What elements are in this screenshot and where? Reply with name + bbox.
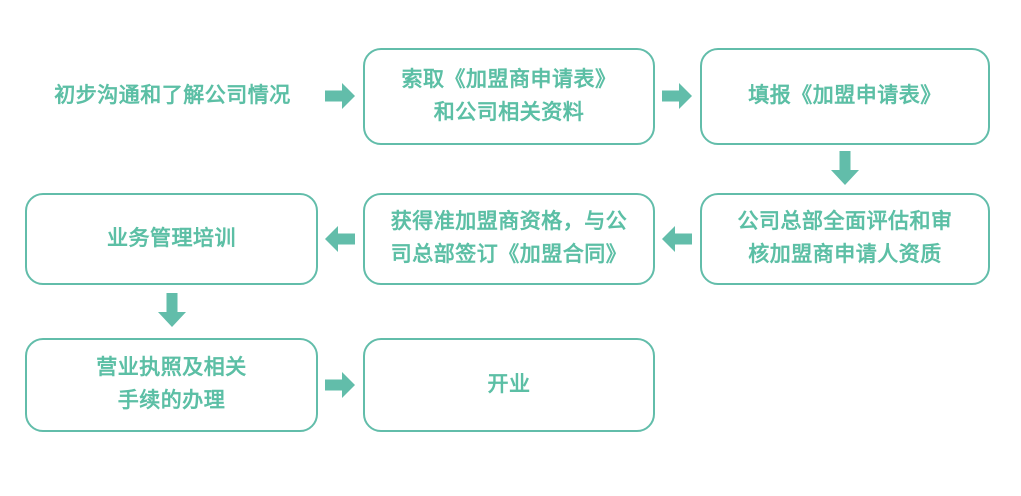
flow-node-label: 获得准加盟商资格，与公 司总部签订《加盟合同》 (390, 210, 628, 266)
flow-node-label: 索取《加盟商申请表》 和公司相关资料 (401, 67, 617, 124)
arrow-right-icon (325, 83, 355, 109)
arrow-right-icon (325, 372, 355, 398)
flow-node-step-3: 填报《加盟申请表》 (700, 48, 990, 145)
flow-node-step-8: 开业 (363, 338, 655, 432)
flow-node-label: 公司总部全面评估和审 核加盟商申请人资质 (737, 210, 953, 266)
flow-node-step-5: 获得准加盟商资格，与公 司总部签订《加盟合同》 (363, 193, 655, 285)
flow-node-label: 填报《加盟申请表》 (748, 84, 942, 108)
flow-node-step-7: 营业执照及相关 手续的办理 (25, 338, 318, 432)
flow-node-label: 开业 (487, 372, 531, 396)
flow-node-step-4: 公司总部全面评估和审 核加盟商申请人资质 (700, 193, 990, 285)
flow-node-label: 业务管理培训 (107, 226, 236, 250)
flow-node-label: 初步沟通和了解公司情况 (54, 84, 291, 108)
arrow-right-icon (662, 83, 692, 109)
arrow-left-icon (325, 226, 355, 252)
arrow-down-icon (831, 151, 859, 185)
flow-node-step-6: 业务管理培训 (25, 193, 318, 285)
arrow-down-icon (158, 293, 186, 327)
flow-node-step-2: 索取《加盟商申请表》 和公司相关资料 (363, 48, 655, 145)
flow-node-label: 营业执照及相关 手续的办理 (96, 356, 247, 412)
flow-node-step-1: 初步沟通和了解公司情况 (30, 48, 315, 145)
arrow-left-icon (662, 226, 692, 252)
